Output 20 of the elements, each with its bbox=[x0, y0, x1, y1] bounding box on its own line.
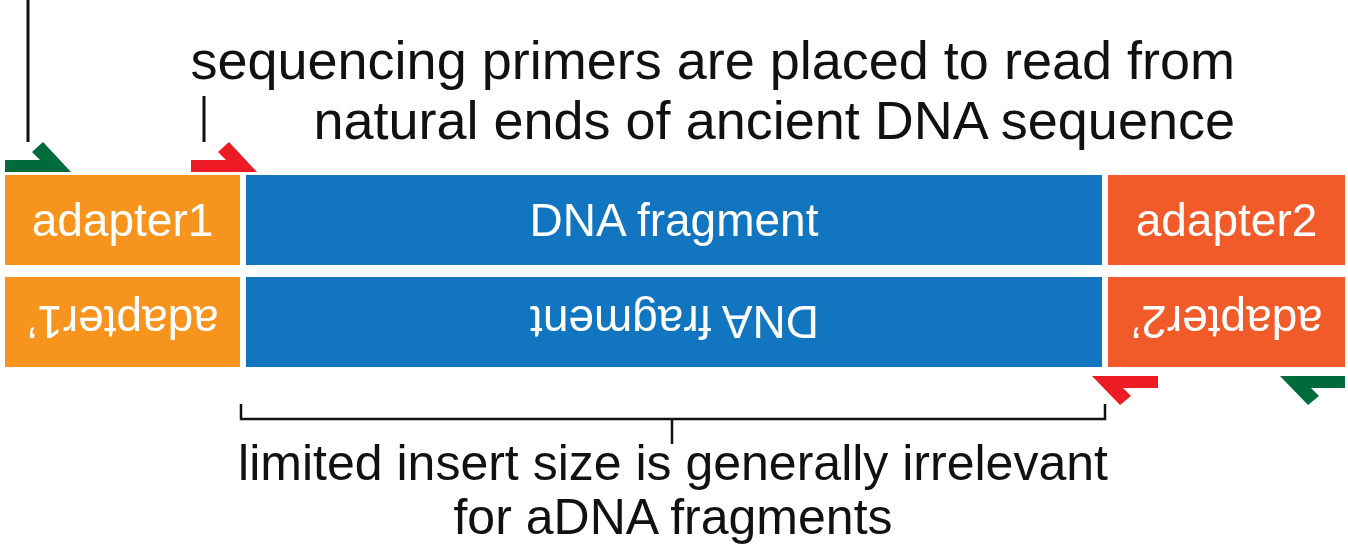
annotation-text: limited insert size is generally irrelevant for aDNA fragments bbox=[237, 436, 1109, 544]
leader-line bbox=[202, 96, 206, 142]
segment-label: adapter2 bbox=[1135, 193, 1318, 247]
segment-label: adapter1’ bbox=[26, 295, 219, 349]
adapter-segment bbox=[5, 277, 240, 367]
dna-fragment-segment bbox=[246, 175, 1102, 265]
segment-label: DNA fragment bbox=[529, 295, 819, 349]
primer-icon bbox=[1280, 376, 1345, 405]
annotation-text: sequencing primers are placed to read from natural ends of ancient DNA sequence bbox=[189, 30, 1235, 150]
dna-fragment-segment bbox=[246, 277, 1102, 367]
adapter-segment bbox=[1108, 175, 1345, 265]
adapter-segment bbox=[5, 175, 240, 265]
segment-label: adapter2’ bbox=[1130, 295, 1323, 349]
primer-icon bbox=[191, 142, 257, 172]
primer-icon bbox=[1092, 376, 1158, 405]
segment-label: DNA fragment bbox=[529, 193, 819, 247]
leader-line bbox=[26, 0, 30, 142]
adapter-segment bbox=[1108, 277, 1345, 367]
primer-icon bbox=[5, 142, 71, 172]
segment-label: adapter1 bbox=[31, 193, 214, 247]
